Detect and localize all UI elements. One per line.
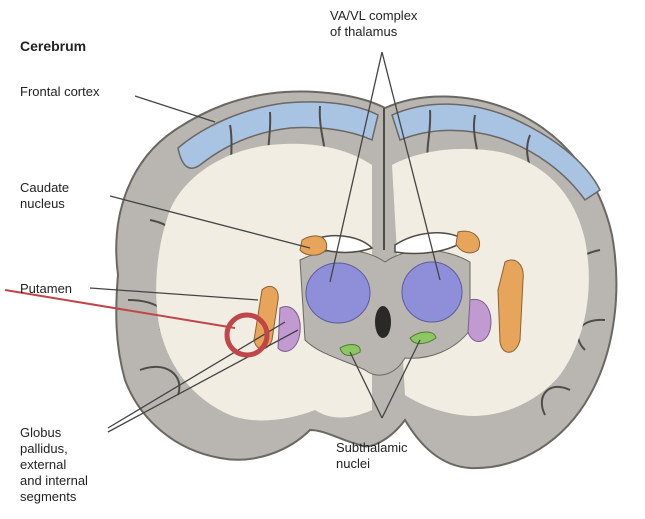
third-ventricle: [375, 306, 391, 338]
putamen-right: [498, 260, 523, 352]
caudate-left: [300, 236, 327, 255]
subthalamic-label: Subthalamic nuclei: [336, 440, 408, 472]
putamen-label: Putamen: [20, 281, 72, 297]
globus-pallidus-label: Globus pallidus, external and internal s…: [20, 425, 88, 505]
thalamus-left: [306, 263, 370, 323]
frontal-cortex-label: Frontal cortex: [20, 84, 99, 100]
thalamus-right: [402, 262, 462, 322]
diagram-title: Cerebrum: [20, 38, 86, 54]
subthalamic-left: [340, 345, 360, 356]
va-vl-label: VA/VL complex of thalamus: [330, 8, 417, 40]
caudate-label: Caudate nucleus: [20, 180, 69, 212]
